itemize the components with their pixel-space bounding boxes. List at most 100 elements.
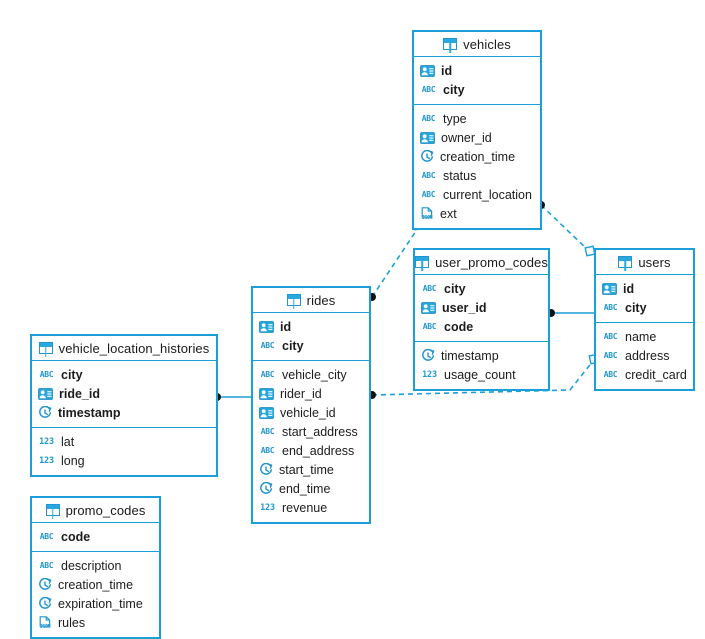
column-name: city: [61, 367, 83, 382]
abc-icon: ABC: [260, 426, 275, 436]
column-name: city: [444, 281, 466, 296]
table-grid-icon: [38, 342, 53, 354]
abc-icon: ABC: [421, 113, 436, 123]
column-name: id: [623, 281, 635, 296]
abc-icon: ABC: [39, 531, 54, 541]
column-row[interactable]: rider_id: [253, 384, 369, 403]
column-name: end_address: [282, 443, 355, 458]
abc-icon: ABC: [421, 189, 436, 199]
column-row[interactable]: ABC type: [414, 109, 540, 128]
column-name: code: [61, 529, 91, 544]
column-row[interactable]: id: [253, 317, 369, 336]
column-row[interactable]: ABC start_address: [253, 422, 369, 441]
column-name: address: [625, 348, 670, 363]
abc-icon: ABC: [603, 369, 618, 379]
table-header[interactable]: promo_codes: [32, 498, 159, 523]
column-row[interactable]: owner_id: [414, 128, 540, 147]
column-row[interactable]: timestamp: [32, 403, 216, 422]
column-name: status: [443, 168, 477, 183]
column-row[interactable]: timestamp: [415, 346, 548, 365]
table-grid-icon: [443, 38, 458, 50]
column-name: usage_count: [444, 367, 516, 382]
clock-icon: [259, 481, 273, 496]
number-icon: 123: [260, 502, 275, 513]
table-title: users: [638, 254, 671, 270]
column-row[interactable]: creation_time: [414, 147, 540, 166]
table-title: promo_codes: [65, 502, 146, 518]
column-name: type: [443, 111, 467, 126]
uuid-icon: [259, 387, 274, 400]
relationship-user-promo-codes-to-users[interactable]: [547, 309, 596, 317]
column-name: code: [444, 319, 474, 334]
column-row[interactable]: expiration_time: [32, 594, 159, 613]
uuid-icon: [38, 387, 53, 400]
table-header[interactable]: users: [596, 250, 693, 275]
number-icon: 123: [39, 455, 54, 466]
column-name: start_address: [282, 424, 358, 439]
column-row[interactable]: id: [596, 279, 693, 298]
column-name: owner_id: [441, 130, 492, 145]
column-row[interactable]: ABC city: [415, 279, 548, 298]
column-name: id: [441, 63, 453, 78]
column-name: timestamp: [58, 405, 121, 420]
column-name: id: [280, 319, 292, 334]
uuid-icon: [420, 131, 435, 144]
column-row[interactable]: ABC end_address: [253, 441, 369, 460]
column-row[interactable]: user_id: [415, 298, 548, 317]
column-name: creation_time: [58, 577, 134, 592]
column-name: credit_card: [625, 367, 687, 382]
table-header[interactable]: rides: [253, 288, 369, 313]
table-header[interactable]: vehicles: [414, 32, 540, 57]
primary-key-section: ABC code: [32, 523, 159, 552]
column-name: user_id: [442, 300, 487, 315]
relationship-vlh-to-rides[interactable]: [213, 393, 253, 401]
abc-icon: ABC: [39, 560, 54, 570]
column-name: start_time: [279, 462, 334, 477]
table-header[interactable]: user_promo_codes: [415, 250, 548, 275]
column-row[interactable]: ride_id: [32, 384, 216, 403]
abc-icon: ABC: [422, 283, 437, 293]
abc-icon: ABC: [260, 445, 275, 455]
clock-icon: [38, 596, 52, 611]
column-row[interactable]: end_time: [253, 479, 369, 498]
column-row[interactable]: vehicle_id: [253, 403, 369, 422]
table-grid-icon: [618, 256, 633, 268]
column-row[interactable]: creation_time: [32, 575, 159, 594]
column-row[interactable]: ABC code: [32, 527, 159, 546]
table-header[interactable]: vehicle_location_histories: [32, 336, 216, 361]
column-row[interactable]: ABC credit_card: [596, 365, 693, 384]
column-row[interactable]: id: [414, 61, 540, 80]
column-name: city: [282, 338, 304, 353]
column-row[interactable]: start_time: [253, 460, 369, 479]
column-name: name: [625, 329, 657, 344]
